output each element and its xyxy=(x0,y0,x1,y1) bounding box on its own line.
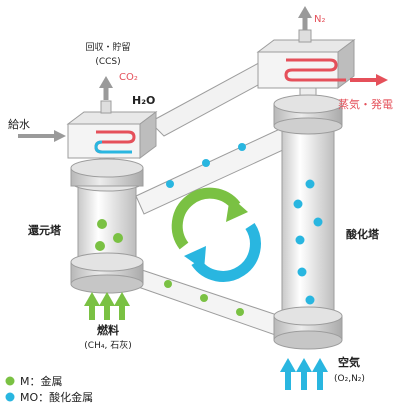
particle-m xyxy=(236,308,244,316)
fuel-sub-label: (CH₄, 石灰) xyxy=(84,339,131,351)
fuel-label: 燃料 xyxy=(96,323,119,337)
legend-oxide-text: MO：酸化金属 xyxy=(20,390,93,404)
h2o-label: H₂O xyxy=(132,94,155,107)
recycle-icon xyxy=(171,187,261,282)
legend-metal-swatch xyxy=(5,376,15,386)
particle-mo xyxy=(166,180,174,188)
particle-mo xyxy=(305,295,315,305)
storage-sub-label: (CCS) xyxy=(95,57,120,67)
particle-mo xyxy=(293,199,303,209)
particle-mo xyxy=(305,179,315,189)
left-heat-exchanger xyxy=(66,100,158,159)
legend: M：金属 MO：酸化金属 xyxy=(5,374,93,404)
particle-m xyxy=(200,294,208,302)
steam-power-label: 蒸気・発電 xyxy=(338,97,393,111)
particle-mo xyxy=(238,143,246,151)
pipe-particles xyxy=(164,143,246,316)
storage-label: 回収・貯留 xyxy=(85,41,130,53)
feed-water-label: 給水 xyxy=(8,117,30,131)
reduction-tower xyxy=(70,158,144,294)
particle-m xyxy=(97,219,107,229)
reduction-tower-label: 還元塔 xyxy=(28,223,62,237)
particle-mo xyxy=(295,235,305,245)
fuel-arrows xyxy=(84,292,130,320)
pipe-upper-diagonal xyxy=(135,127,297,215)
flow-arrows xyxy=(18,6,388,142)
air-sub-label: (O₂,N₂) xyxy=(334,374,365,384)
air-arrows xyxy=(280,358,328,390)
n2-label: N₂ xyxy=(314,14,326,25)
exchanger-coil-right xyxy=(284,58,346,82)
air-label: 空気 xyxy=(338,355,360,369)
oxidation-tower-label: 酸化塔 xyxy=(346,227,380,241)
particle-mo xyxy=(297,267,307,277)
particle-mo xyxy=(202,159,210,167)
legend-metal-text: M：金属 xyxy=(20,374,63,388)
particle-m xyxy=(164,280,172,288)
particle-m xyxy=(95,241,105,251)
legend-oxide-swatch xyxy=(5,392,15,402)
particle-mo xyxy=(313,217,323,227)
right-heat-exchanger xyxy=(256,29,356,89)
particle-m xyxy=(113,233,123,243)
co2-label: CO₂ xyxy=(119,72,138,83)
oxidation-tower xyxy=(273,94,343,350)
